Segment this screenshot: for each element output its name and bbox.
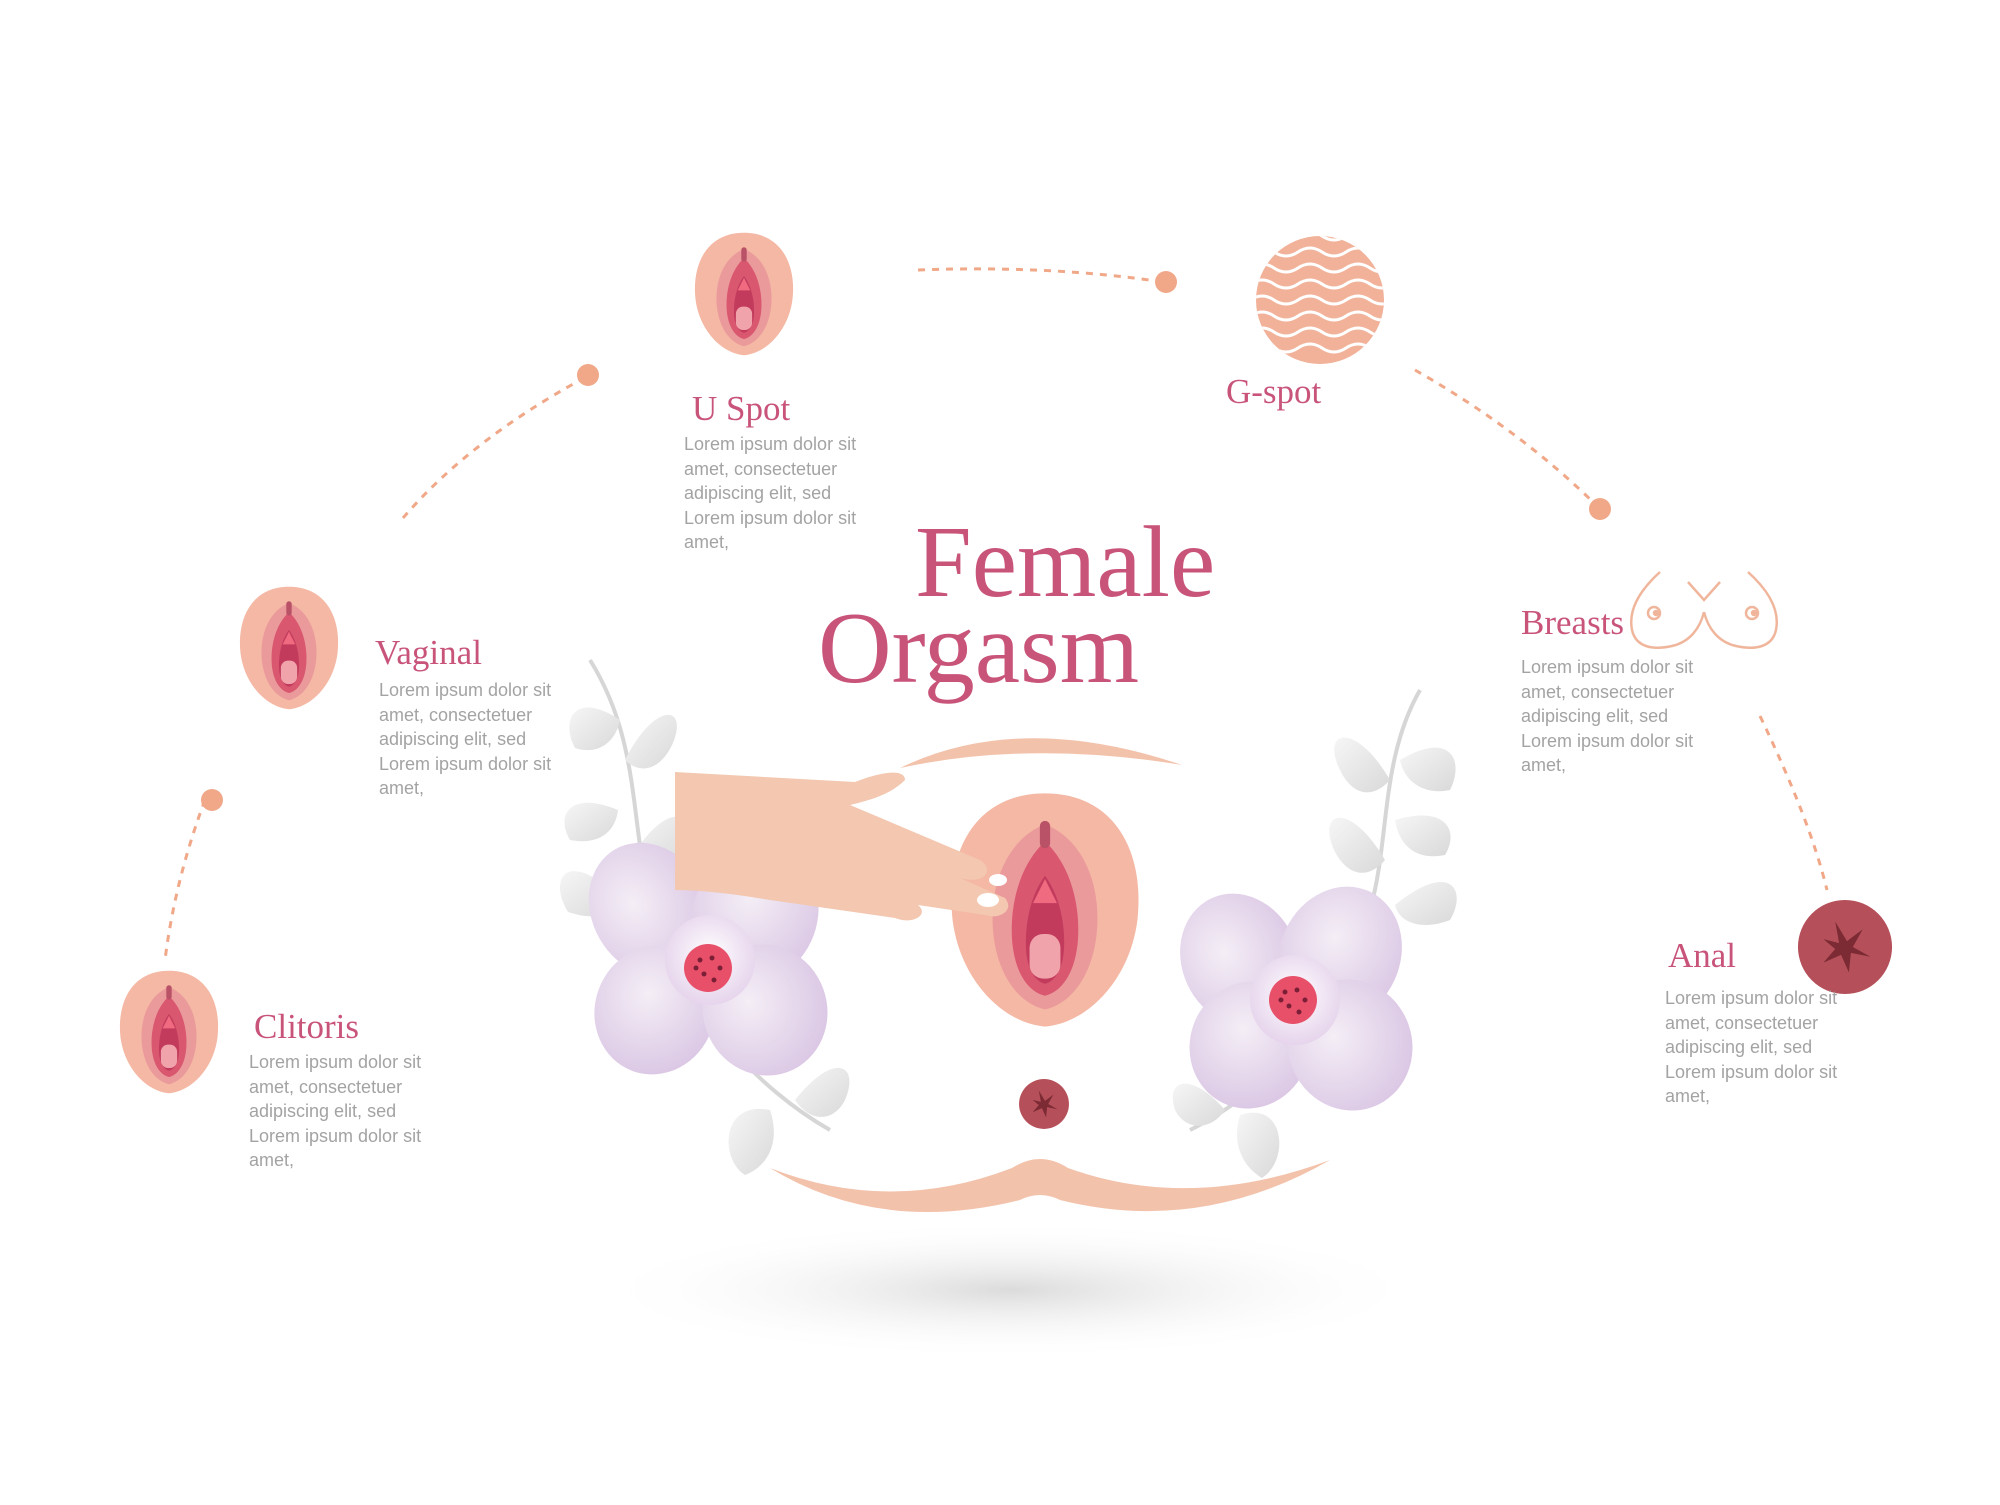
leaf <box>1334 737 1390 793</box>
anal-icon <box>1797 899 1893 995</box>
u-spot-label: U Spot <box>692 389 791 428</box>
leaf <box>1395 815 1451 857</box>
floor-shadow <box>590 1220 1430 1360</box>
g-spot-icon <box>1256 236 1384 364</box>
leaf <box>564 802 618 842</box>
right-flower <box>1180 886 1413 1111</box>
leaf <box>625 714 677 769</box>
leaf <box>1172 1083 1225 1126</box>
hand <box>675 772 1009 921</box>
central-anus <box>1019 1079 1069 1129</box>
u-spot-description: Lorem ipsum dolor sit amet, consectetuer… <box>684 434 857 552</box>
vaginal-icon <box>239 586 339 710</box>
clitoris-icon <box>119 970 219 1094</box>
breasts-label: Breasts <box>1521 603 1625 642</box>
leaf <box>1400 747 1456 792</box>
clitoris-description: Lorem ipsum dolor sit amet, consectetuer… <box>249 1052 422 1170</box>
anal-description: Lorem ipsum dolor sit amet, consectetuer… <box>1665 988 1838 1106</box>
breasts-icon <box>1630 571 1778 649</box>
g-spot-label: G-spot <box>1226 372 1322 411</box>
u-spot-icon <box>694 232 794 356</box>
anal-label: Anal <box>1668 936 1737 975</box>
body-outline-top <box>900 738 1182 768</box>
vaginal-label: Vaginal <box>375 633 482 672</box>
connector-dots <box>201 271 1611 811</box>
clitoris-label: Clitoris <box>254 1007 360 1046</box>
breasts-description: Lorem ipsum dolor sit amet, consectetuer… <box>1521 657 1694 775</box>
leaf <box>569 707 620 751</box>
leaf <box>1395 882 1457 925</box>
leaf <box>728 1108 774 1175</box>
vaginal-description: Lorem ipsum dolor sit amet, consectetuer… <box>379 680 552 798</box>
leaf <box>1329 817 1385 873</box>
leaf <box>1236 1112 1280 1178</box>
leaf <box>795 1067 850 1117</box>
title-line-2: Orgasm <box>818 592 1140 705</box>
connector-lines <box>163 267 1829 961</box>
central-illustration <box>559 658 1457 1360</box>
body-outline-bottom <box>770 1159 1330 1213</box>
title-line-1: Female <box>915 506 1216 619</box>
